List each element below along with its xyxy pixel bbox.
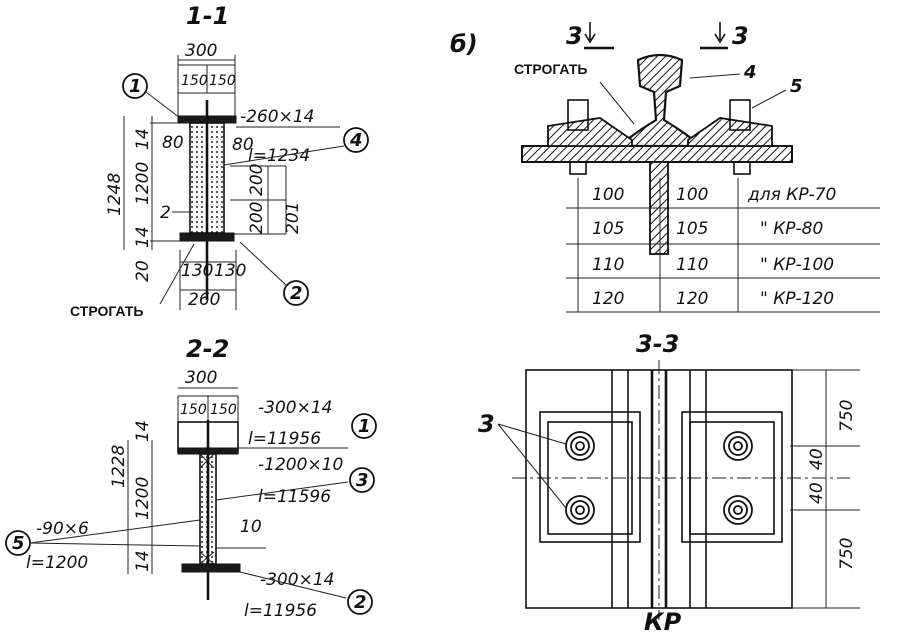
section-1-1: 1-1 300 150 150 1 -260×14 4 l=1234 80 80… <box>70 2 369 319</box>
dim-201: 201 <box>283 202 303 234</box>
flange-top-length: l=11956 <box>248 429 321 449</box>
table-cell-c: для КР-70 <box>747 185 836 205</box>
web-length: l=11596 <box>258 487 331 507</box>
note-planing-1: СТРОГАТЬ <box>70 303 143 319</box>
note-planing-b: СТРОГАТЬ <box>514 61 587 77</box>
dim-14-bot-2: 14 <box>133 550 153 572</box>
table-cell-b: 105 <box>676 219 708 239</box>
dim-1200: 1200 <box>133 162 153 205</box>
dim-200: 200 <box>247 164 267 196</box>
table-cell-a: 105 <box>592 219 624 239</box>
dim-40-bot: 40 <box>807 482 827 504</box>
callout-2 <box>283 280 309 306</box>
callout-4-label: 4 <box>349 130 363 151</box>
weld-size: 10 <box>240 517 262 537</box>
section-3-3-title: 3-3 <box>636 330 679 358</box>
dim-130-left: 130 <box>181 261 213 281</box>
section-1-1-title: 1-1 <box>186 2 229 30</box>
table-cell-a: 110 <box>592 255 624 275</box>
callout-3-2 <box>349 467 375 493</box>
callout-3-33: 3 <box>478 410 495 438</box>
dim-150-right: 150 <box>209 73 236 89</box>
section-2-2: 2-2 300 150 150 -300×14 l=11956 1 -1200×… <box>5 335 377 621</box>
view-b: б) 3 3 СТРОГАТЬ 4 5 <box>450 22 880 313</box>
table-cell-c: " КР-100 <box>760 255 834 275</box>
web-size: -1200×10 <box>258 455 343 475</box>
dim-130-right: 130 <box>214 261 246 281</box>
callout-2-2 <box>347 589 373 615</box>
dim-150-left-2: 150 <box>180 402 207 418</box>
dim-150-right-2: 150 <box>210 402 237 418</box>
callout-1-label: 1 <box>129 76 142 97</box>
dim-80-left: 80 <box>162 133 184 153</box>
callout-5-2-label: 5 <box>12 533 25 554</box>
dim-1248: 1248 <box>105 173 125 216</box>
dim-300-2: 300 <box>185 368 217 388</box>
table-cell-b: 110 <box>676 255 708 275</box>
table-row: 110 110 " КР-100 <box>592 255 834 275</box>
plate-top-size: -260×14 <box>240 107 314 127</box>
dim-40-top: 40 <box>807 448 827 470</box>
section-2-2-title: 2-2 <box>186 335 229 363</box>
callout-2-label: 2 <box>290 283 303 304</box>
dim-200b: 200 <box>247 202 267 234</box>
rail-table: 100 100 для КР-70 105 105 " КР-80 110 11… <box>566 178 880 313</box>
callout-1-2-label: 1 <box>358 416 371 437</box>
rib-length: l=1200 <box>26 553 88 573</box>
bolt-circle <box>723 431 753 461</box>
dim-14-bot: 14 <box>133 226 153 248</box>
table-cell-c: " КР-80 <box>760 219 823 239</box>
dim-80-right: 80 <box>232 135 254 155</box>
dim-14-top: 14 <box>133 128 153 150</box>
section-mark-3-right: 3 <box>732 22 749 50</box>
callout-2-2-label: 2 <box>354 592 367 613</box>
dim-260: 260 <box>188 290 220 310</box>
callout-4-b: 4 <box>743 62 757 83</box>
callout-4 <box>343 127 369 153</box>
dim-150-left: 150 <box>181 73 208 89</box>
bolt-circle <box>723 495 753 525</box>
axis-kr: КР <box>644 608 682 636</box>
rib-size: -90×6 <box>36 519 89 539</box>
table-cell-b: 100 <box>676 185 708 205</box>
table-cell-a: 120 <box>592 289 624 309</box>
callout-1-2 <box>351 413 377 439</box>
flange-top-size: -300×14 <box>258 398 332 418</box>
table-cell-c: " КР-120 <box>760 289 834 309</box>
callout-5-b: 5 <box>790 76 803 97</box>
section-mark-3-left: 3 <box>566 22 583 50</box>
flange-bot-size: -300×14 <box>260 570 334 590</box>
dim-14-top-2: 14 <box>133 420 153 442</box>
dim-1228: 1228 <box>109 445 129 488</box>
bolt-circle <box>565 431 595 461</box>
mark-2: 2 <box>160 203 171 223</box>
table-row: 120 120 " КР-120 <box>592 289 834 309</box>
section-3-3: 3-3 3 <box>478 330 860 636</box>
table-row: 100 100 для КР-70 <box>592 185 836 205</box>
table-cell-a: 100 <box>592 185 624 205</box>
dim-300: 300 <box>185 41 217 61</box>
table-cell-b: 120 <box>676 289 708 309</box>
callout-3-2-label: 3 <box>356 470 369 491</box>
dim-20: 20 <box>133 260 153 282</box>
bolt-circle <box>565 495 595 525</box>
dim-1200-2: 1200 <box>133 477 153 520</box>
table-row: 105 105 " КР-80 <box>592 219 823 239</box>
view-b-title: б) <box>450 30 478 58</box>
flange-bot-length: l=11956 <box>244 601 317 621</box>
dim-750-bot: 750 <box>837 538 857 570</box>
dim-750-top: 750 <box>837 400 857 432</box>
callout-1 <box>122 73 148 99</box>
